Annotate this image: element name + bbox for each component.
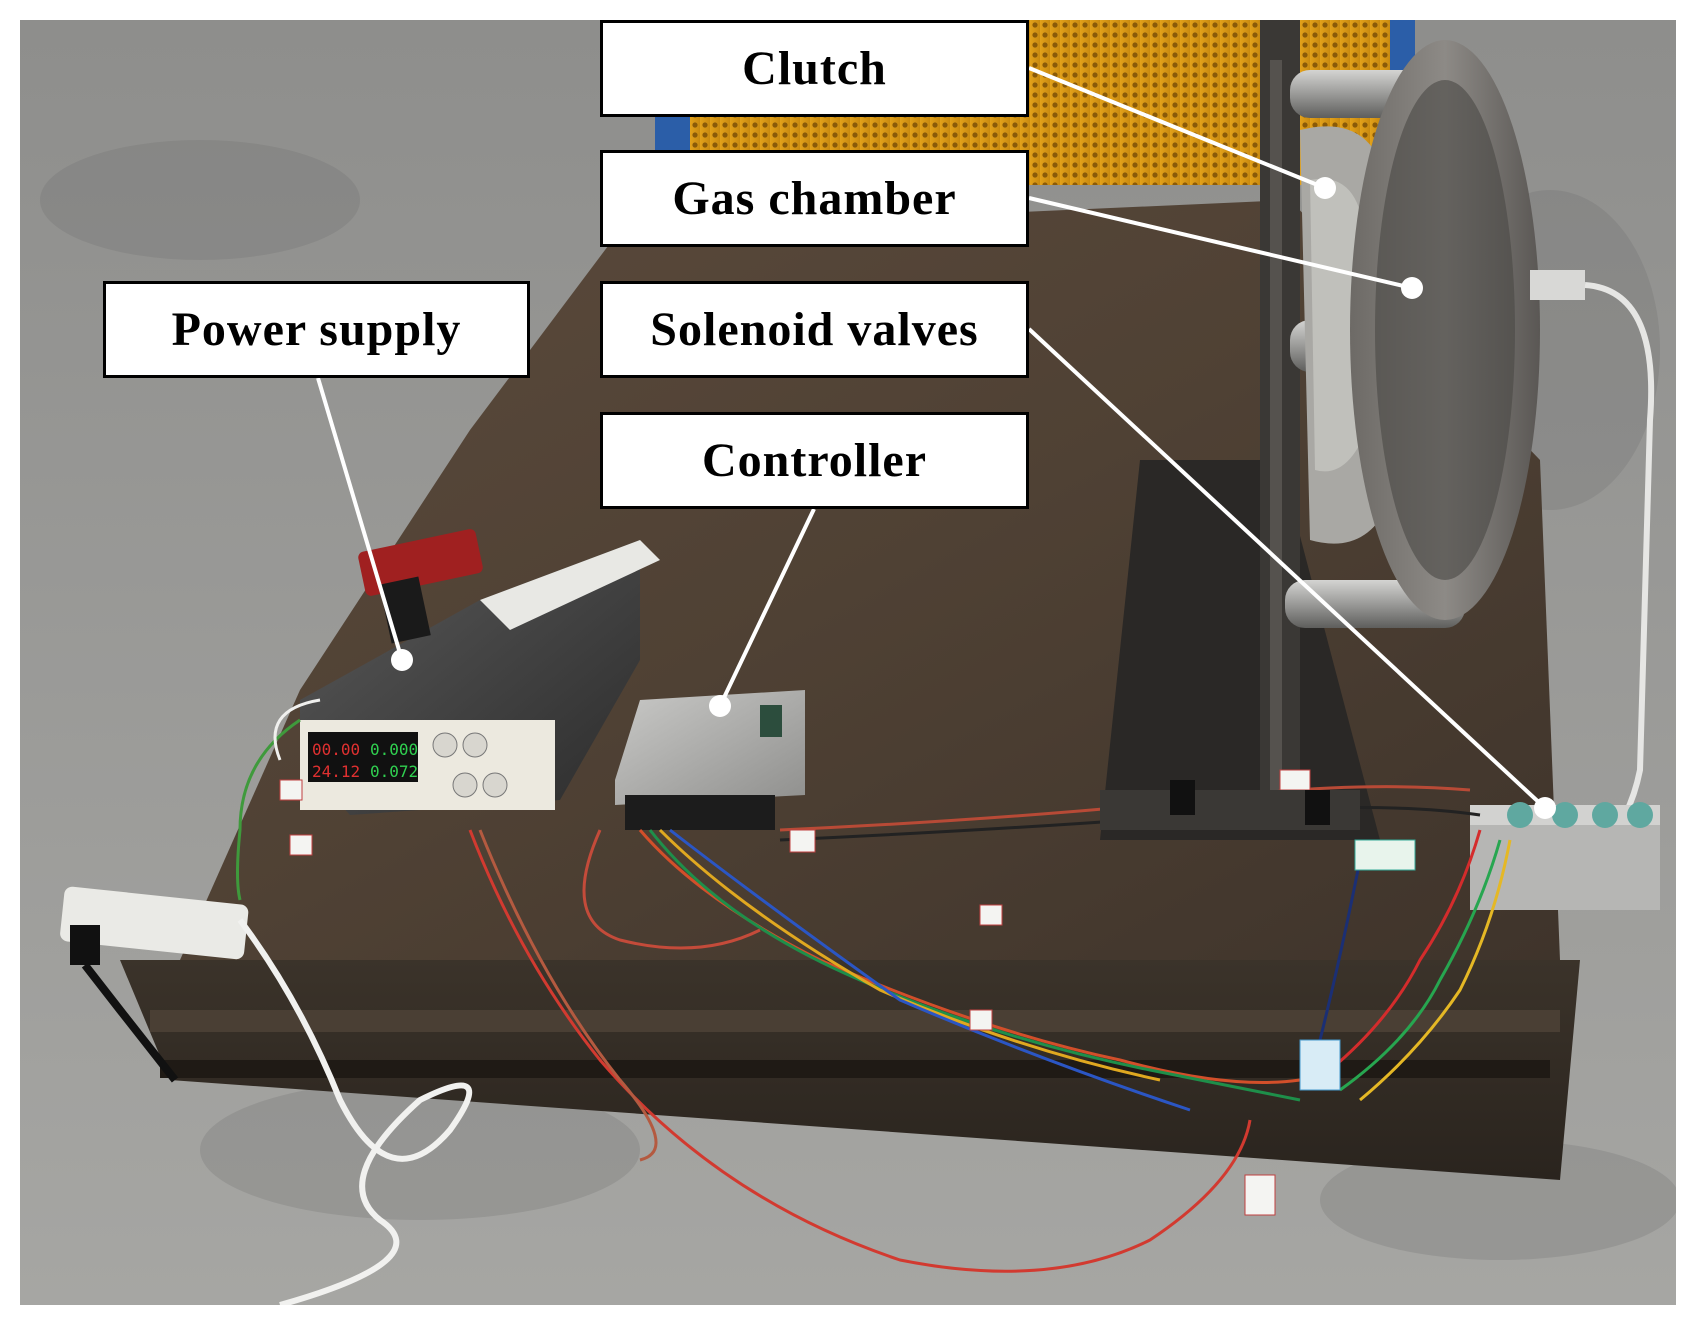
label-controller: Controller <box>600 412 1029 509</box>
callout-dot-clutch <box>1314 177 1336 199</box>
usb-can-device <box>358 529 483 596</box>
controller-unit <box>615 690 805 805</box>
callout-line-clutch <box>1028 66 1326 190</box>
harness-connectors <box>279 769 1416 1216</box>
psu-readout-current-2: 0.072 <box>370 762 418 781</box>
psu-knobs <box>432 732 508 798</box>
callout-line-controller <box>718 508 816 707</box>
callout-lines <box>316 66 1547 810</box>
label-clutch: Clutch <box>600 20 1029 117</box>
callout-dot-solenoid <box>1534 797 1556 819</box>
table-layer-2 <box>160 1060 1550 1078</box>
rig-plate-face <box>1270 60 1282 800</box>
white-cable <box>237 918 473 1308</box>
rig-base <box>1100 460 1380 840</box>
callout-line-power-supply <box>316 377 404 661</box>
psu-readout-current-1: 0.000 <box>370 740 418 759</box>
callout-dot-gas-chamber <box>1401 277 1423 299</box>
callout-line-gas-chamber <box>1028 196 1413 290</box>
label-power-supply: Power supply <box>103 281 530 378</box>
controller-connectors <box>625 795 775 830</box>
label-solenoid-valves: Solenoid valves <box>600 281 1029 378</box>
table-layer-1 <box>150 1010 1560 1032</box>
callout-dots <box>391 177 1556 819</box>
wiring-harness <box>236 698 1512 1273</box>
psu-readout-voltage-1: 00.00 <box>312 740 360 759</box>
power-strip <box>60 886 249 960</box>
callout-dot-controller <box>709 695 731 717</box>
callout-dot-power-supply <box>391 649 413 671</box>
callout-line-solenoid <box>1027 327 1547 810</box>
psu-readout-voltage-2: 24.12 <box>312 762 360 781</box>
valve-heads <box>1507 802 1653 828</box>
label-gas-chamber: Gas chamber <box>600 150 1029 247</box>
